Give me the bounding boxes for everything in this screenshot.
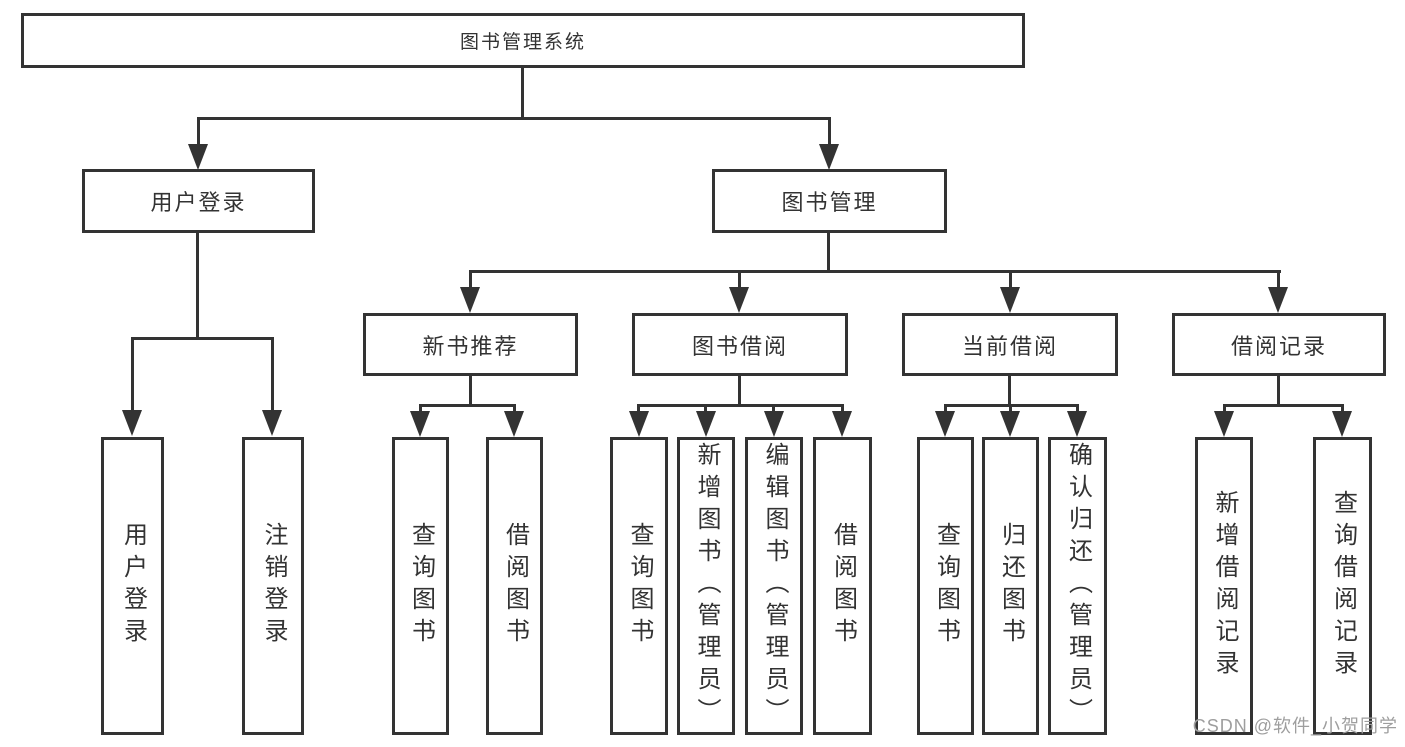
leaf-query-books-current: 查询图书: [917, 437, 974, 735]
leaf-logout: 注销登录: [242, 437, 304, 735]
connector-line: [827, 233, 830, 273]
node-current-borrowing: 当前借阅: [902, 313, 1118, 376]
connector-line: [131, 337, 274, 340]
node-book-management: 图书管理: [712, 169, 947, 233]
connector-line: [1277, 270, 1280, 289]
connector-arrowhead: [1067, 411, 1087, 437]
connector-line: [197, 117, 831, 120]
connector-arrowhead: [935, 411, 955, 437]
node-current-borrowing-label: 当前借阅: [961, 333, 1058, 359]
node-new-book-recommend: 新书推荐: [363, 313, 578, 376]
connector-arrowhead: [696, 411, 716, 437]
node-book-borrowing-label: 图书借阅: [691, 333, 788, 359]
connector-line: [271, 337, 274, 413]
connector-line: [419, 404, 516, 407]
connector-line: [828, 117, 831, 147]
connector-arrowhead: [1000, 411, 1020, 437]
leaf-add-book-admin: 新增图书（管理员）: [677, 437, 735, 735]
node-user-login: 用户登录: [82, 169, 315, 233]
connector-arrowhead: [764, 411, 784, 437]
connector-line: [637, 404, 640, 413]
connector-arrowhead: [819, 144, 839, 170]
leaf-add-borrow-record-label: 新增借阅记录: [1211, 490, 1238, 682]
connector-arrowhead: [188, 144, 208, 170]
connector-line: [196, 233, 199, 339]
connector-line: [521, 67, 524, 119]
leaf-return-book: 归还图书: [982, 437, 1039, 735]
connector-arrowhead: [1332, 411, 1352, 437]
connector-line: [1009, 404, 1012, 413]
leaf-borrow-books-recommend-label: 借阅图书: [501, 522, 529, 650]
connector-arrowhead: [832, 411, 852, 437]
leaf-query-books-recommend-label: 查询图书: [407, 522, 435, 650]
connector-arrowhead: [504, 411, 524, 437]
leaf-edit-book-admin-label: 编辑图书（管理员）: [761, 442, 788, 730]
connector-line: [197, 117, 200, 147]
connector-line: [1009, 270, 1012, 289]
node-user-login-label: 用户登录: [150, 190, 247, 215]
connector-line: [637, 404, 844, 407]
connector-arrowhead: [410, 411, 430, 437]
leaf-add-borrow-record: 新增借阅记录: [1195, 437, 1253, 735]
connector-line: [772, 404, 775, 413]
connector-line: [1008, 376, 1011, 407]
leaf-confirm-return-admin-label: 确认归还（管理员）: [1064, 442, 1092, 730]
connector-line: [1341, 404, 1344, 413]
leaf-edit-book-admin: 编辑图书（管理员）: [745, 437, 803, 735]
connector-line: [469, 270, 1281, 273]
leaf-borrow-books-borrow-label: 借阅图书: [829, 522, 857, 650]
connector-arrowhead: [460, 287, 480, 313]
connector-arrowhead: [1268, 287, 1288, 313]
leaf-query-books-borrow-label: 查询图书: [626, 522, 653, 650]
connector-line: [513, 404, 516, 413]
connector-line: [1223, 404, 1226, 413]
connector-line: [944, 404, 947, 413]
leaf-query-borrow-record-label: 查询借阅记录: [1329, 490, 1357, 682]
node-new-book-recommend-label: 新书推荐: [422, 333, 519, 359]
connector-arrowhead: [629, 411, 649, 437]
connector-line: [131, 337, 134, 413]
connector-arrowhead: [1214, 411, 1234, 437]
connector-arrowhead: [729, 287, 749, 313]
node-book-management-label: 图书管理: [781, 190, 878, 215]
connector-arrowhead: [1000, 287, 1020, 313]
connector-line: [738, 376, 741, 407]
leaf-add-book-admin-label: 新增图书（管理员）: [693, 442, 720, 730]
connector-line: [1223, 404, 1344, 407]
leaf-query-borrow-record: 查询借阅记录: [1313, 437, 1372, 735]
node-root-label: 图书管理系统: [459, 32, 586, 53]
csdn-watermark: CSDN @软件_小贺同学: [1192, 716, 1398, 736]
leaf-query-books-current-label: 查询图书: [932, 522, 960, 650]
node-book-borrowing: 图书借阅: [632, 313, 848, 376]
node-borrowing-records-label: 借阅记录: [1230, 333, 1327, 359]
leaf-borrow-books-borrow: 借阅图书: [813, 437, 872, 735]
connector-line: [841, 404, 844, 413]
leaf-borrow-books-recommend: 借阅图书: [486, 437, 543, 735]
connector-line: [469, 376, 472, 407]
connector-line: [1076, 404, 1079, 413]
node-root: 图书管理系统: [21, 13, 1025, 68]
leaf-user-login-label: 用户登录: [119, 522, 147, 650]
leaf-query-books-recommend: 查询图书: [392, 437, 449, 735]
leaf-confirm-return-admin: 确认归还（管理员）: [1048, 437, 1107, 735]
connector-line: [419, 404, 422, 413]
leaf-query-books-borrow: 查询图书: [610, 437, 668, 735]
connector-line: [704, 404, 707, 413]
leaf-logout-label: 注销登录: [260, 522, 287, 650]
leaf-return-book-label: 归还图书: [997, 522, 1025, 650]
connector-arrowhead: [122, 410, 142, 436]
node-borrowing-records: 借阅记录: [1172, 313, 1386, 376]
connector-line: [1277, 376, 1280, 407]
connector-arrowhead: [262, 410, 282, 436]
connector-line: [469, 270, 472, 289]
connector-line: [738, 270, 741, 289]
leaf-user-login: 用户登录: [101, 437, 164, 735]
